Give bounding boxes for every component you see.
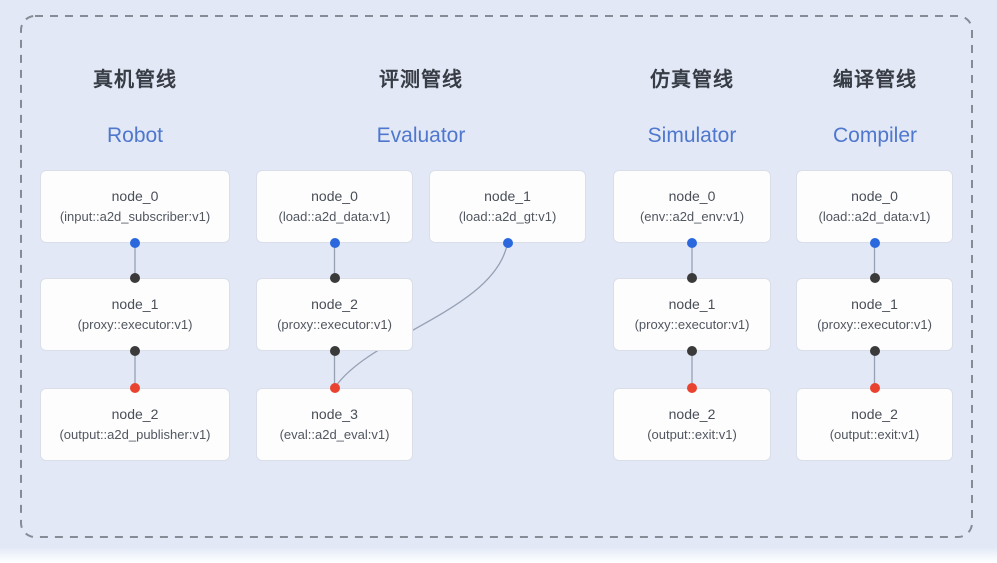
pipeline-title-en-robot: Robot [106,124,164,147]
node-title: node_2 [668,406,716,422]
dashed-frame [20,15,973,538]
node-type: (output::exit:v1) [647,427,737,442]
node-type: (load::a2d_data:v1) [278,209,391,224]
port-dot-blue-icon [329,238,340,248]
node-type: (output::a2d_publisher:v1) [59,427,211,442]
pipeline-title-zh-compiler: 编译管线 [833,69,917,91]
node-evaluator-node_0: node_0 (load::a2d_data:v1) [256,170,413,243]
node-title: node_1 [851,296,898,312]
node-evaluator-node_2: node_2 (proxy::executor:v1) [256,278,413,351]
pipeline-title-en-compiler: Compiler [832,124,918,147]
port-dot-black-icon [329,346,340,356]
node-simulator-node_2: node_2 (output::exit:v1) [613,388,771,461]
port-dot-blue-icon [130,238,140,248]
port-dot-red-icon [869,383,880,393]
node-title: node_2 [111,406,159,422]
pipeline-title-en-simulator: Simulator [647,124,737,147]
port-dot-black-icon [687,346,697,356]
node-type: (load::a2d_data:v1) [818,209,931,224]
node-compiler-node_1: node_1 (proxy::executor:v1) [796,278,953,351]
node-title: node_0 [851,188,898,204]
port-dot-black-icon [329,273,340,283]
node-title: node_3 [311,406,358,422]
port-dot-black-icon [869,273,880,283]
node-type: (proxy::executor:v1) [817,317,932,332]
port-dot-black-icon [130,346,140,356]
node-title: node_0 [311,188,358,204]
port-dot-blue-icon [869,238,880,248]
node-robot-node_1: node_1 (proxy::executor:v1) [40,278,230,351]
node-title: node_0 [668,188,716,204]
edge-evaluator-1-3 [333,242,509,389]
pipeline-title-zh-robot: 真机管线 [93,69,177,91]
node-robot-node_0: node_0 (input::a2d_subscriber:v1) [40,170,230,243]
port-dot-blue-icon [502,238,513,248]
port-dot-black-icon [130,273,140,283]
node-type: (input::a2d_subscriber:v1) [59,209,211,224]
port-dot-black-icon [687,273,697,283]
node-type: (load::a2d_gt:v1) [458,209,557,224]
port-dot-black-icon [869,346,880,356]
node-evaluator-node_3: node_3 (eval::a2d_eval:v1) [256,388,413,461]
node-type: (proxy::executor:v1) [277,317,392,332]
pipeline-title-zh-simulator: 仿真管线 [650,69,734,91]
port-dot-blue-icon [687,238,697,248]
node-title: node_1 [484,188,531,204]
port-dot-red-icon [130,383,140,393]
pipeline-title-en-evaluator: Evaluator [376,124,466,147]
node-type: (output::exit:v1) [829,427,920,442]
node-title: node_2 [851,406,898,422]
node-simulator-node_1: node_1 (proxy::executor:v1) [613,278,771,351]
node-evaluator-node_1: node_1 (load::a2d_gt:v1) [429,170,586,243]
node-type: (proxy::executor:v1) [77,317,193,332]
node-title: node_1 [668,296,716,312]
node-simulator-node_0: node_0 (env::a2d_env:v1) [613,170,771,243]
node-type: (proxy::executor:v1) [634,317,750,332]
node-title: node_2 [311,296,358,312]
node-title: node_1 [111,296,159,312]
node-compiler-node_2: node_2 (output::exit:v1) [796,388,953,461]
port-dot-red-icon [687,383,697,393]
pipeline-title-zh-evaluator: 评测管线 [379,69,463,91]
node-type: (env::a2d_env:v1) [639,209,745,224]
node-title: node_0 [111,188,159,204]
port-dot-red-icon [329,383,340,393]
node-type: (eval::a2d_eval:v1) [279,427,390,442]
node-compiler-node_0: node_0 (load::a2d_data:v1) [796,170,953,243]
node-robot-node_2: node_2 (output::a2d_publisher:v1) [40,388,230,461]
